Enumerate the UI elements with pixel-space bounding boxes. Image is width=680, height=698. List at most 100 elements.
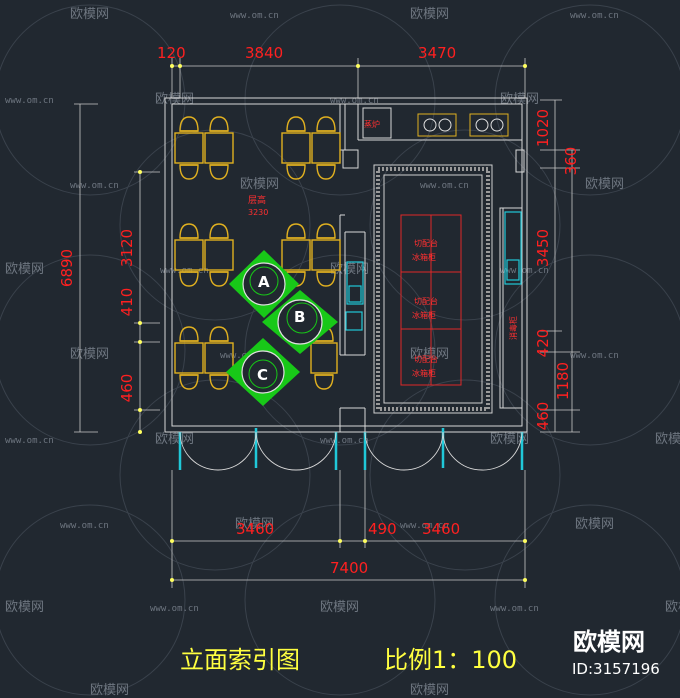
watermark-text: 欧模网 bbox=[410, 347, 449, 362]
watermark-url: www.om.cn bbox=[60, 521, 109, 531]
dim-right-6: 460 bbox=[534, 402, 552, 431]
page-title: 立面索引图 bbox=[180, 646, 300, 674]
watermark-text: 欧模网 bbox=[155, 92, 194, 107]
chair bbox=[179, 374, 199, 390]
watermark-url: www.om.cn bbox=[570, 11, 619, 21]
counter-label-3a: 切配台 bbox=[414, 354, 438, 364]
dim-top-1: 120 bbox=[157, 44, 186, 62]
watermark-url: www.om.cn bbox=[490, 604, 539, 614]
watermark-text: 欧模网 bbox=[665, 600, 680, 615]
watermark-url: www.om.cn bbox=[230, 11, 279, 21]
counter-label-2a: 切配台 bbox=[414, 296, 438, 306]
kitchen-island: 切配台 冰箱柜 切配台 冰箱柜 切配台 冰箱柜 bbox=[373, 164, 493, 414]
dim-right-5: 1180 bbox=[554, 362, 572, 400]
watermark-text: 欧模网 bbox=[70, 347, 109, 362]
chair bbox=[209, 116, 229, 132]
dim-bottom-1: 3460 bbox=[236, 520, 274, 538]
chair bbox=[209, 326, 229, 342]
dining-table bbox=[174, 239, 234, 271]
watermark-url: www.om.cn bbox=[330, 96, 379, 106]
index-mark-c: C bbox=[257, 366, 268, 384]
chair bbox=[286, 116, 306, 132]
chair bbox=[316, 116, 336, 132]
chair bbox=[209, 223, 229, 239]
watermark-text: 欧模网 bbox=[90, 683, 129, 698]
chair bbox=[286, 164, 306, 180]
dim-top-2: 3840 bbox=[245, 44, 283, 62]
dimension-lines bbox=[74, 58, 580, 588]
dining-label: 层高 bbox=[248, 194, 266, 206]
index-mark-b: B bbox=[294, 308, 305, 326]
chair bbox=[316, 223, 336, 239]
dim-left-2: 410 bbox=[118, 288, 136, 317]
watermark-url: www.om.cn bbox=[400, 521, 449, 531]
stove-area: 蒸炉 bbox=[362, 107, 509, 139]
watermark-url: www.om.cn bbox=[5, 96, 54, 106]
watermark-text: 欧模网 bbox=[500, 92, 539, 107]
chair bbox=[209, 374, 229, 390]
dining-table bbox=[281, 132, 341, 164]
watermark-text: 欧模网 bbox=[235, 517, 274, 532]
dim-right-2: 360 bbox=[562, 147, 580, 176]
watermark-text: 欧模网 bbox=[70, 7, 109, 22]
watermark-url: www.om.cn bbox=[320, 436, 369, 446]
watermark-url: www.om.cn bbox=[420, 181, 469, 191]
watermark-url: www.om.cn bbox=[160, 266, 209, 276]
watermark-text: 欧模网 bbox=[585, 177, 624, 192]
dining-table bbox=[310, 342, 338, 374]
dim-left-1: 3120 bbox=[118, 229, 136, 267]
watermark-text: 欧模网 bbox=[155, 432, 194, 447]
dim-right-1: 1020 bbox=[534, 109, 552, 147]
dim-bottom-2: 490 bbox=[368, 520, 397, 538]
watermark-text: 欧模网 bbox=[575, 517, 614, 532]
counter-label-1b: 冰箱柜 bbox=[412, 252, 436, 262]
watermarks: 欧模网 www.om.cn 欧模网 www.om.cn 欧模网 www.om.c… bbox=[5, 7, 680, 698]
chair bbox=[179, 116, 199, 132]
dim-right-4: 420 bbox=[534, 329, 552, 358]
watermark-text: 欧模网 bbox=[410, 683, 449, 698]
sinks: 消毒柜 bbox=[345, 211, 522, 340]
dining-table bbox=[281, 239, 341, 271]
watermark-url: www.om.cn bbox=[570, 351, 619, 361]
counter-label-1a: 切配台 bbox=[414, 238, 438, 248]
stove-label: 蒸炉 bbox=[364, 119, 380, 129]
chair bbox=[179, 326, 199, 342]
watermark-text: 欧模网 bbox=[655, 432, 680, 447]
walls bbox=[164, 97, 528, 433]
brand-id: ID:3157196 bbox=[572, 660, 660, 678]
dim-top-3: 3470 bbox=[418, 44, 456, 62]
watermark-url: www.om.cn bbox=[500, 266, 549, 276]
chair bbox=[209, 271, 229, 287]
dim-total-width: 7400 bbox=[330, 559, 368, 577]
right-cabinet-label: 消毒柜 bbox=[508, 316, 518, 340]
chair bbox=[209, 164, 229, 180]
chair bbox=[179, 164, 199, 180]
chair bbox=[314, 374, 334, 390]
counter-label-3b: 冰箱柜 bbox=[412, 368, 436, 378]
chair bbox=[316, 271, 336, 287]
dim-right-3: 3450 bbox=[534, 229, 552, 267]
dining-height: 3230 bbox=[248, 208, 268, 217]
watermark-url: www.om.cn bbox=[70, 181, 119, 191]
watermark-url: www.om.cn bbox=[5, 436, 54, 446]
watermark-text: 欧模网 bbox=[410, 7, 449, 22]
scale-label: 比例1：100 bbox=[384, 646, 517, 674]
chair bbox=[179, 271, 199, 287]
front-doors bbox=[178, 428, 524, 471]
index-marks: A B C bbox=[226, 250, 338, 406]
watermark-url: www.om.cn bbox=[150, 604, 199, 614]
chair bbox=[316, 164, 336, 180]
dining-table bbox=[174, 342, 234, 374]
brand-logo: 欧模网 bbox=[573, 628, 645, 656]
dim-bottom-3: 3460 bbox=[422, 520, 460, 538]
watermark-text: 欧模网 bbox=[490, 432, 529, 447]
dining-table bbox=[174, 132, 234, 164]
dimension-texts: 120 3840 3470 3460 490 3460 7400 6890 31… bbox=[58, 44, 580, 577]
dim-left-total: 6890 bbox=[58, 249, 76, 287]
watermark-text: 欧模网 bbox=[5, 600, 44, 615]
chair bbox=[179, 223, 199, 239]
watermark-text: 欧模网 bbox=[5, 262, 44, 277]
index-mark-a: A bbox=[258, 273, 270, 291]
watermark-text: 欧模网 bbox=[320, 600, 359, 615]
